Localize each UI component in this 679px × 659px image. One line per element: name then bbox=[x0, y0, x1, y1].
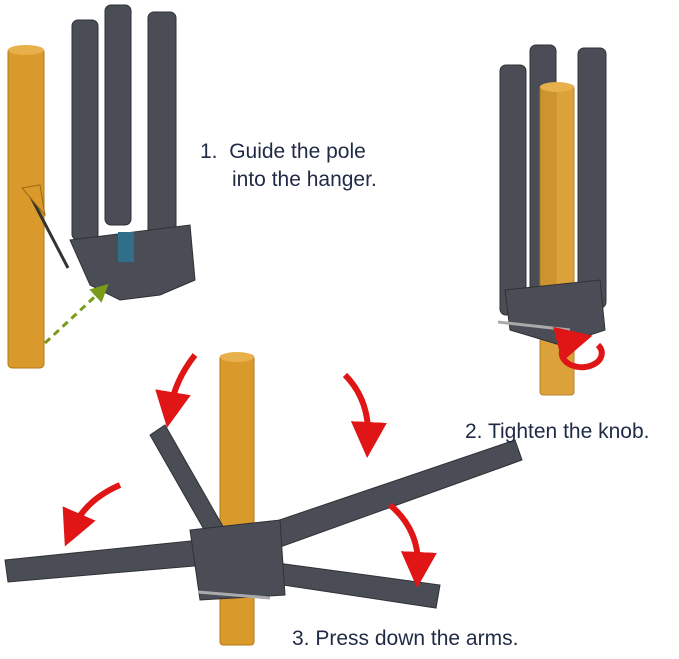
step1-line1: Guide the pole bbox=[229, 140, 366, 163]
step1-number: 1. bbox=[200, 140, 218, 163]
step3-illustration bbox=[4, 352, 523, 646]
hanger-arm bbox=[147, 11, 177, 243]
step1-label: 1. Guide the pole into the hanger. bbox=[200, 138, 377, 194]
step3-label: 3. Press down the arms. bbox=[292, 627, 519, 650]
knob-rod bbox=[28, 194, 70, 269]
rotate-arrow bbox=[553, 326, 605, 371]
guide-arrow bbox=[43, 283, 109, 345]
step2-label: 2. Tighten the knob. bbox=[465, 420, 650, 443]
step2-illustration bbox=[497, 44, 607, 396]
step1-line2: into the hanger. bbox=[232, 168, 377, 191]
hanger-arm bbox=[104, 4, 132, 226]
hanger-arm bbox=[71, 19, 99, 241]
step1-illustration bbox=[7, 4, 196, 369]
